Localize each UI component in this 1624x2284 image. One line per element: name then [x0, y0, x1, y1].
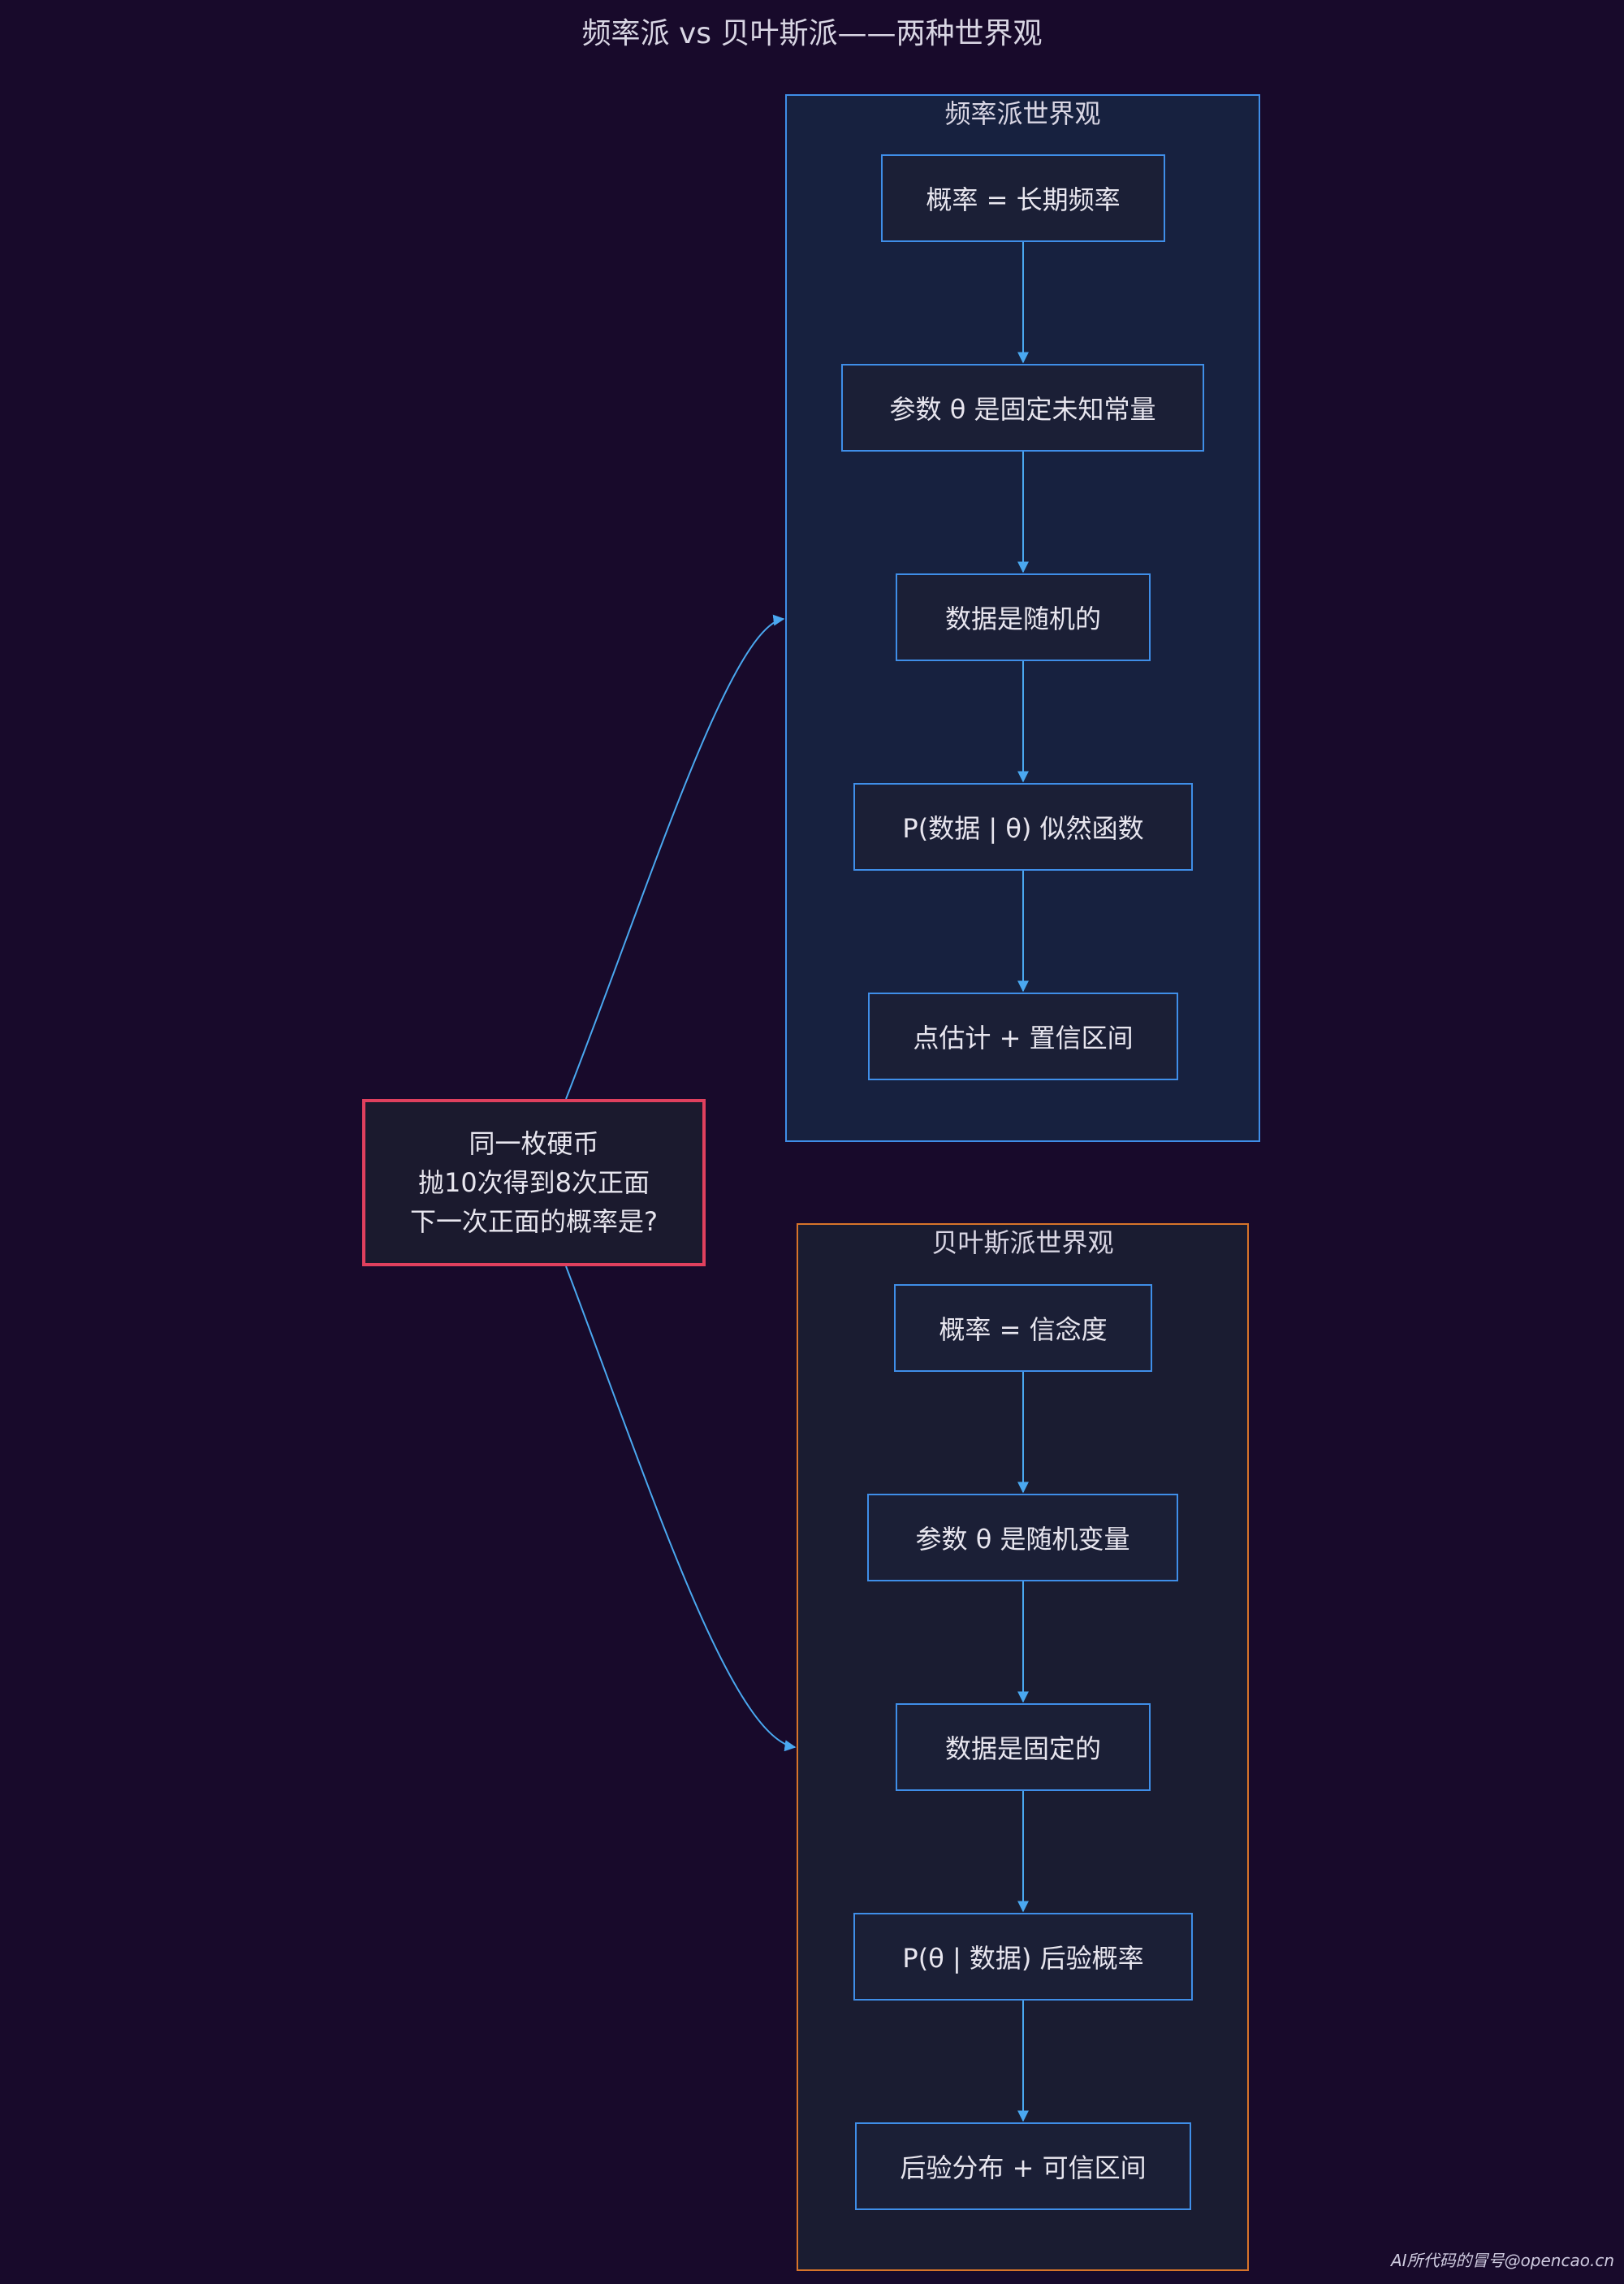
center-line-1: 同一枚硬币 — [469, 1128, 599, 1159]
center-line-3: 下一次正面的概率是? — [410, 1206, 658, 1237]
diagram-title: 频率派 vs 贝叶斯派——两种世界观 — [581, 17, 1043, 50]
edge-center-to-frequentist — [565, 614, 785, 1100]
freq-node-likelihood: P(数据 | θ) 似然函数 — [853, 783, 1193, 871]
bayes-node-parameter: 参数 θ 是随机变量 — [867, 1494, 1178, 1581]
freq-node-probability: 概率 = 长期频率 — [881, 154, 1165, 242]
edge-center-to-bayesian — [565, 1265, 797, 1752]
freq-node-data: 数据是随机的 — [896, 573, 1151, 661]
frequentist-cluster-label: 频率派世界观 — [944, 98, 1101, 129]
freq-node-estimate: 点估计 + 置信区间 — [868, 993, 1178, 1080]
bayes-node-posterior: P(θ | 数据) 后验概率 — [853, 1913, 1193, 2001]
watermark: AI所代码的冒号@opencao.cn — [1390, 2251, 1614, 2270]
bayesian-cluster-label: 贝叶斯派世界观 — [931, 1227, 1114, 1258]
center-line-2: 抛10次得到8次正面 — [417, 1167, 650, 1198]
bayes-node-data: 数据是固定的 — [896, 1703, 1151, 1791]
center-question-node: 同一枚硬币 抛10次得到8次正面 下一次正面的概率是? — [362, 1099, 706, 1266]
freq-node-parameter: 参数 θ 是固定未知常量 — [841, 364, 1204, 452]
bayes-node-probability: 概率 = 信念度 — [894, 1284, 1152, 1372]
bayes-node-distribution: 后验分布 + 可信区间 — [855, 2122, 1191, 2210]
